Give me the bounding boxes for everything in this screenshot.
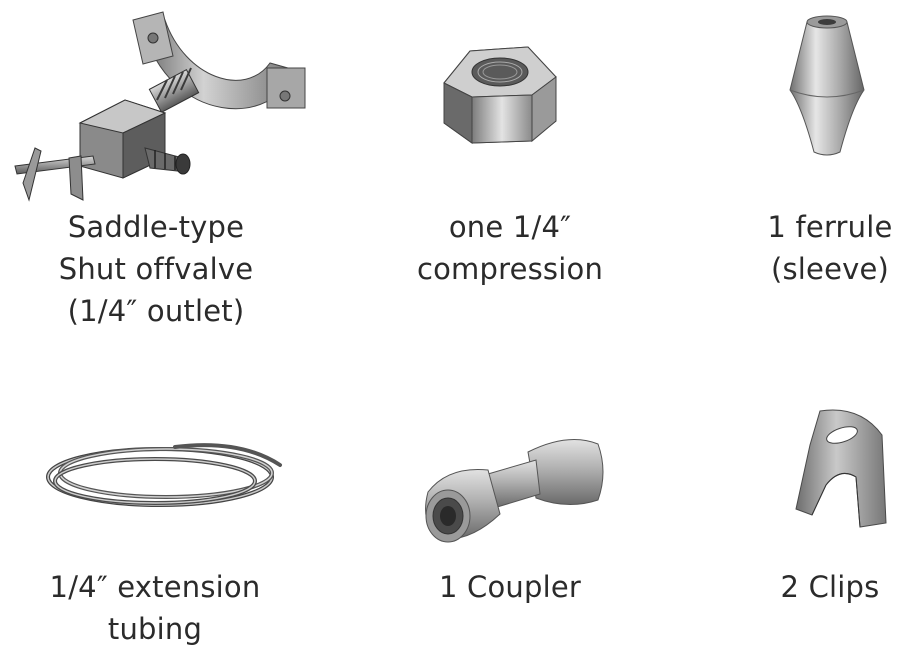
coupler-icon: [418, 432, 608, 552]
label-saddle-valve: Saddle-type Shut offvalve (1/4″ outlet): [58, 210, 254, 328]
label-clips: 2 Clips: [780, 570, 880, 604]
hex-nut-icon: [440, 35, 560, 145]
clip-icon: [790, 405, 890, 535]
label-ferrule: 1 ferrule (sleeve): [767, 210, 893, 286]
label-tubing: 1/4″ extension tubing: [49, 570, 261, 646]
label-coupler: 1 Coupler: [438, 570, 582, 604]
label-compression-nut: one 1/4″ compression: [416, 210, 604, 286]
saddle-valve-icon: [5, 8, 310, 203]
tubing-coil-icon: [40, 435, 290, 515]
ferrule-icon: [782, 12, 872, 160]
